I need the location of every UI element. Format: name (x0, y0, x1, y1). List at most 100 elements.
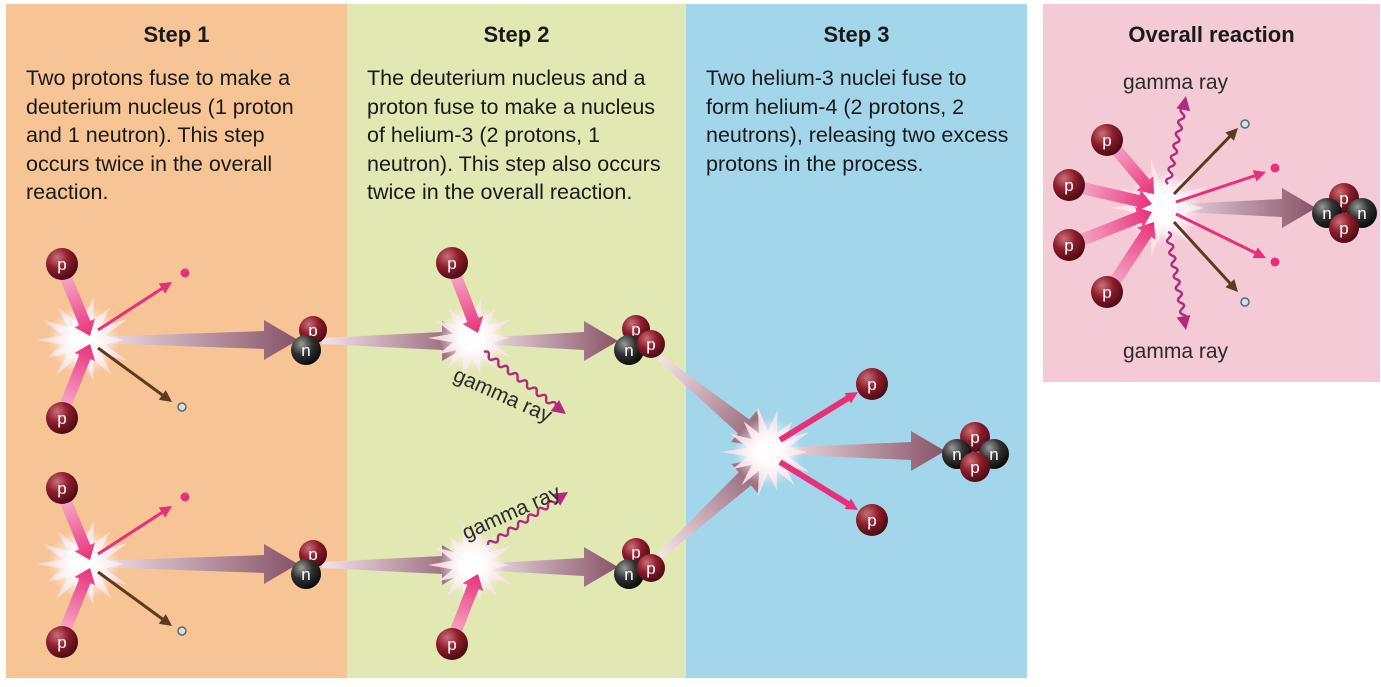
step3-arrow-in-bottom (657, 455, 771, 559)
neutron-label: n (1322, 204, 1331, 223)
proton-label: p (57, 255, 66, 274)
proton-label: p (646, 559, 655, 578)
proton-label: p (447, 254, 456, 273)
neutron-label: n (1357, 204, 1366, 223)
step2-title: Step 2 (483, 22, 550, 47)
deuterium-neutron-1: n (291, 335, 321, 365)
proton-label: p (631, 320, 640, 339)
neutrino-2 (177, 626, 187, 636)
step1-proton-bottom-2: p (46, 626, 78, 658)
overall-positron-top (1270, 163, 1280, 173)
proton-label: p (57, 633, 66, 652)
overall-positron-bottom (1270, 257, 1280, 267)
step3-panel: Step 3 Two helium-3 nuclei fuse to form … (686, 4, 1027, 678)
proton-label: p (867, 375, 876, 394)
step1-proton-bottom-1: p (46, 402, 78, 434)
positron-2 (180, 492, 190, 502)
overall-in-arrow-3 (1066, 206, 1152, 251)
neutrino-arrow-1 (97, 346, 172, 402)
positron-arrow-1 (97, 282, 173, 332)
proton-label: p (867, 511, 876, 530)
deuterium-neutron-2: n (291, 559, 321, 589)
step1-arrow-1 (92, 320, 298, 360)
proton-label: p (970, 458, 979, 477)
step3-released-proton-bottom: p (856, 504, 888, 536)
step1-description: Two protons fuse to make a deuterium nuc… (26, 66, 294, 205)
helium4-proton-b: p (960, 452, 990, 482)
gamma-wave-step2-bottom (486, 491, 568, 546)
overall-neutrino-arrow-top (1172, 127, 1239, 196)
proton-label: p (646, 335, 655, 354)
step1-in-arrow-top-1 (56, 265, 95, 337)
neutron-label: n (624, 565, 633, 584)
proton-label: p (308, 545, 317, 564)
neutrino-arrow-2 (97, 570, 172, 626)
step1-in-arrow-top-2 (56, 489, 95, 561)
helium3-neutron-bottom: n (614, 559, 644, 589)
step2-arrow-in-top (322, 321, 476, 361)
step3-title: Step 3 (823, 22, 890, 47)
step1-arrow-2 (92, 544, 298, 584)
overall-gamma-wave-top (1164, 96, 1191, 185)
overall-proton-3: p (1053, 229, 1085, 261)
gamma-ray-label-overall-bottom: gamma ray (1123, 340, 1229, 363)
neutron-label: n (989, 445, 998, 464)
overall-proton-1: p (1091, 124, 1123, 156)
step2-arrow-out-bottom (478, 547, 618, 587)
step3-description: Two helium-3 nuclei fuse to form helium-… (706, 66, 1009, 176)
proton-label: p (1064, 176, 1073, 195)
overall-in-arrow-2 (1067, 179, 1153, 212)
proton-label: p (447, 635, 456, 654)
proton-label: p (631, 543, 640, 562)
gamma-ray-label-step2-bottom: gamma ray (459, 481, 565, 545)
overall-gamma-wave-bottom (1165, 230, 1191, 331)
proton-label: p (57, 409, 66, 428)
proton-label: p (1102, 131, 1111, 150)
overall-neutrino-bottom (1240, 297, 1250, 307)
overall-proton-4: p (1091, 276, 1123, 308)
step1-title: Step 1 (143, 22, 210, 47)
neutron-label: n (624, 341, 633, 360)
step1-proton-top-1: p (46, 248, 78, 280)
step2-arrow-out-top (478, 321, 618, 361)
step1-in-arrow-bottom-1 (56, 343, 96, 417)
step3-arrow-in-top (658, 355, 771, 449)
step1-in-arrow-bottom-2 (56, 567, 96, 641)
overall-title: Overall reaction (1128, 22, 1295, 47)
step3-proton-arrow-bottom (778, 459, 858, 510)
step2-proton-arrow-top (446, 263, 484, 333)
step3-arrow-out (772, 431, 945, 471)
positron-arrow-2 (97, 506, 173, 556)
proton-label: p (1339, 219, 1348, 238)
step3-proton-arrow-top (778, 392, 858, 443)
step2-proton-arrow-bottom (446, 574, 484, 644)
step2-proton-top: p (436, 247, 468, 279)
proton-label: p (970, 428, 979, 447)
neutron-label: n (952, 445, 961, 464)
overall-positron-arrow-top (1175, 170, 1267, 204)
neutron-label: n (301, 341, 310, 360)
overall-helium4-proton-b: p (1329, 213, 1359, 243)
step2-description: The deuterium nucleus and a proton fuse … (367, 66, 661, 205)
proton-label: p (1339, 189, 1348, 208)
gamma-ray-label-overall-top: gamma ray (1123, 71, 1229, 94)
neutrino-1 (177, 402, 187, 412)
overall-proton-2: p (1053, 169, 1085, 201)
helium3-neutron-top: n (614, 335, 644, 365)
step2-flash-bottom (428, 522, 512, 608)
overall-neutrino-top (1240, 119, 1250, 129)
step2-arrow-in-bottom (322, 545, 476, 585)
overall-arrow-out (1162, 188, 1316, 228)
proton-label: p (57, 479, 66, 498)
proton-label: p (308, 321, 317, 340)
step1-proton-top-2: p (46, 472, 78, 504)
helium3-proton-b-top: p (637, 330, 665, 358)
gamma-wave-step2-top (483, 350, 567, 415)
positron-1 (180, 268, 190, 278)
neutron-label: n (301, 565, 310, 584)
overall-neutrino-arrow-bottom (1172, 220, 1238, 292)
step2-proton-bottom: p (436, 628, 468, 660)
overall-positron-arrow-bottom (1175, 212, 1267, 259)
step1-flash-2 (36, 517, 128, 611)
